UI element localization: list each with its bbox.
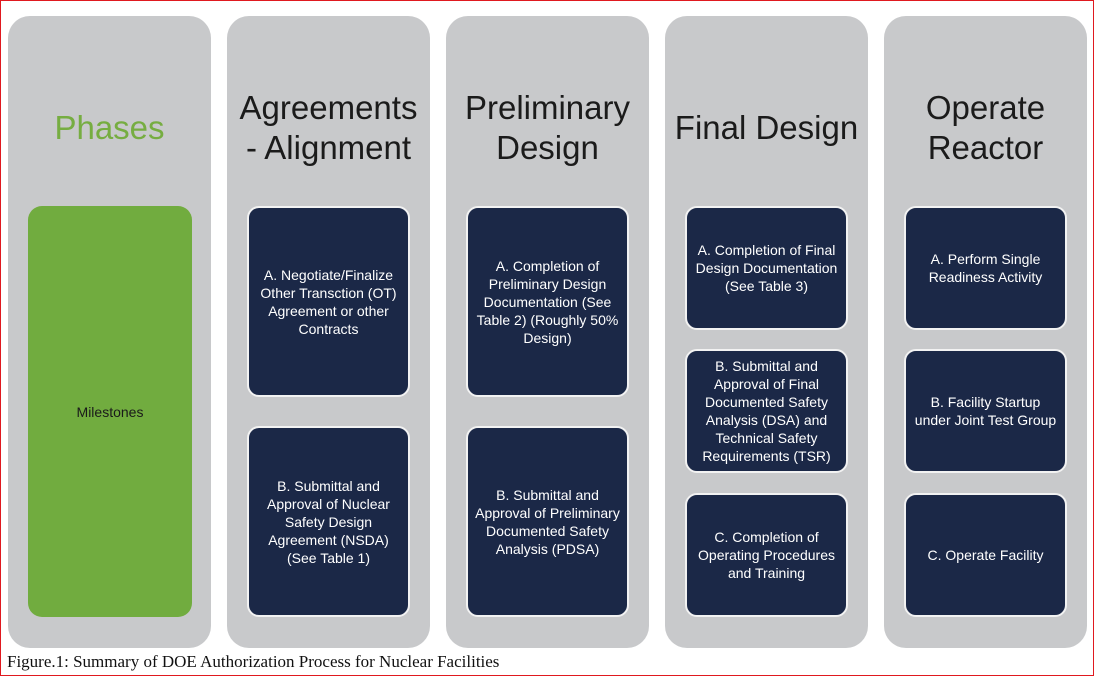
final-design-column: Final Design A. Completion of Final Desi…: [665, 16, 868, 648]
operate-reactor-column: Operate Reactor A. Perform Single Readin…: [884, 16, 1087, 648]
milestone-box-agreements-a: A. Negotiate/Finalize Other Transction (…: [247, 206, 410, 397]
agreements-alignment-heading: Agreements - Alignment: [239, 89, 418, 166]
preliminary-design-heading: Preliminary Design: [464, 89, 631, 166]
milestone-box-preliminary-b: B. Submittal and Approval of Preliminary…: [466, 426, 629, 617]
phases-column: Phases Milestones: [8, 16, 211, 648]
final-design-heading: Final Design: [674, 109, 859, 146]
milestone-box-preliminary-a: A. Completion of Preliminary Design Docu…: [466, 206, 629, 397]
milestone-box-final-a: A. Completion of Final Design Documentat…: [685, 206, 848, 330]
preliminary-design-column: Preliminary Design A. Completion of Prel…: [446, 16, 649, 648]
milestone-box-operate-a: A. Perform Single Readiness Activity: [904, 206, 1067, 330]
milestone-box-agreements-b: B. Submittal and Approval of Nuclear Saf…: [247, 426, 410, 617]
milestone-box-final-b: B. Submittal and Approval of Final Docum…: [685, 349, 848, 473]
milestone-box-operate-c: C. Operate Facility: [904, 493, 1067, 617]
figure-caption: Figure.1: Summary of DOE Authorization P…: [7, 652, 500, 671]
agreements-alignment-column: Agreements - Alignment A. Negotiate/Fina…: [227, 16, 430, 648]
phases-heading: Phases: [54, 109, 165, 146]
milestone-box-operate-b: B. Facility Startup under Joint Test Gro…: [904, 349, 1067, 473]
operate-reactor-heading: Operate Reactor: [925, 89, 1046, 166]
milestones-label: Milestones: [28, 206, 192, 617]
milestone-box-final-c: C. Completion of Operating Procedures an…: [685, 493, 848, 617]
